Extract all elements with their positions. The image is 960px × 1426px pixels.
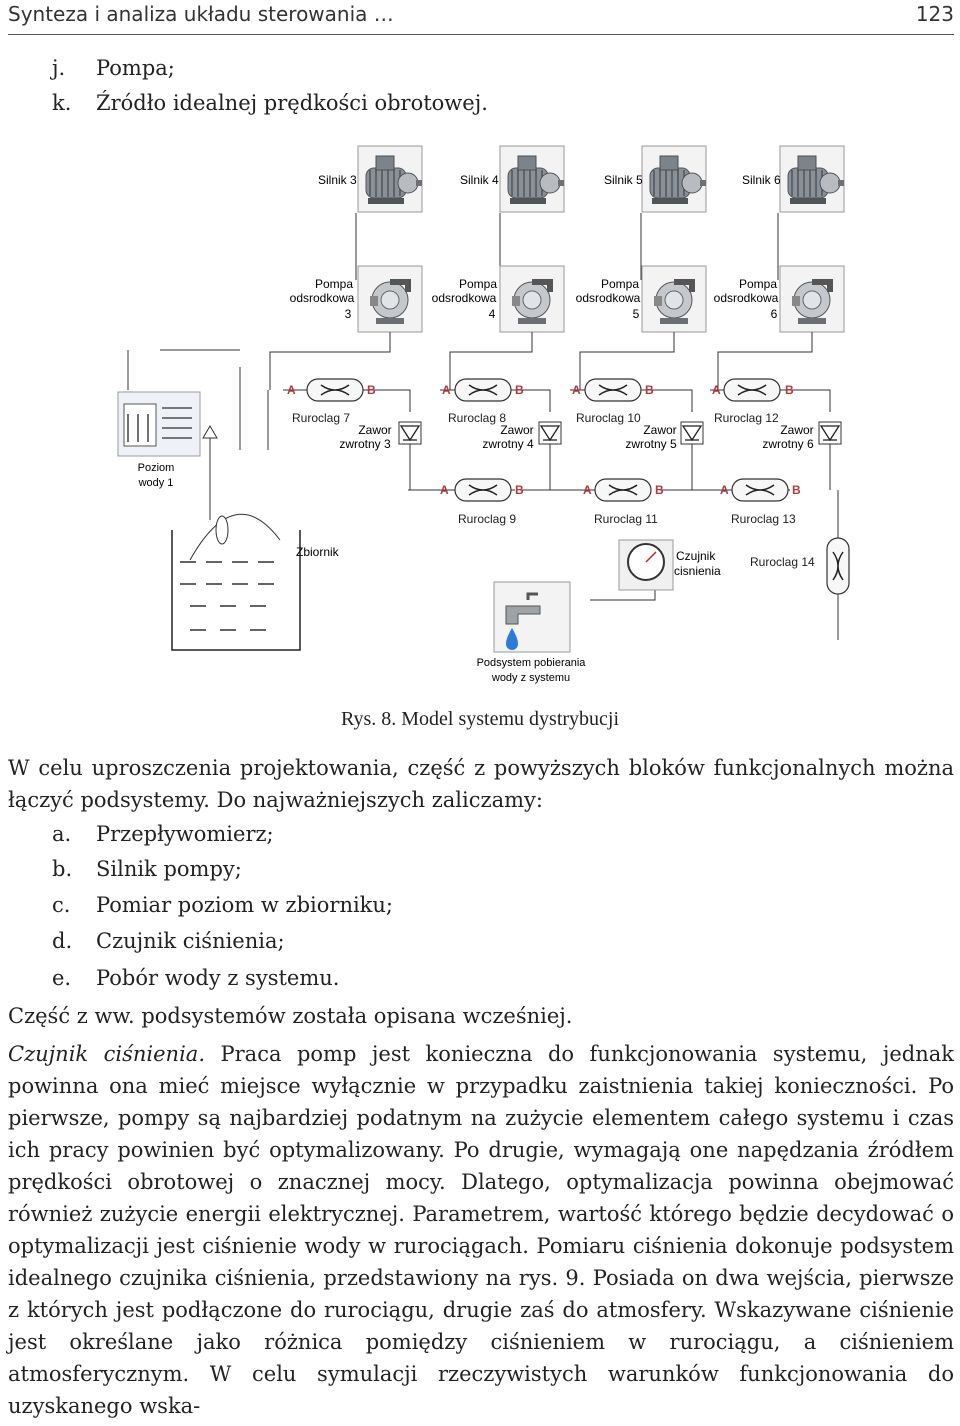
level-label: wody 1 [138, 477, 174, 489]
list-text: Pomiar poziom w zbiorniku; [96, 893, 394, 917]
list-text: Czujnik ciśnienia; [96, 929, 285, 953]
sensor-label: cisnienia [674, 564, 721, 578]
body-paragraph: Czujnik ciśnienia. Praca pomp jest konie… [8, 1038, 954, 1422]
page-header: Synteza i analiza układu sterowania … 12… [8, 0, 954, 35]
tank-outline [171, 530, 301, 651]
pump-label: 5 [633, 307, 640, 321]
list-item: a. Przepływomierz; [52, 822, 274, 846]
port-label: A [442, 383, 451, 397]
intro-paragraph: W celu uproszczenia projektowania, część… [8, 756, 954, 812]
valve-label: zwrotny 6 [762, 437, 814, 451]
list-item: c. Pomiar poziom w zbiorniku; [52, 893, 393, 917]
pump-label: 3 [345, 307, 352, 321]
port-label: A [572, 383, 581, 397]
valve-label: Zawor [500, 423, 533, 437]
list-text: Pobór wody z systemu. [96, 966, 340, 990]
port-label: A [712, 383, 721, 397]
body-text: Praca pomp jest konieczna do funkcjonowa… [8, 1042, 954, 1418]
pipe-label: Ruroclag 13 [731, 512, 796, 526]
pipe-label: Ruroclag 12 [714, 411, 779, 425]
port-label: B [792, 483, 801, 497]
note-paragraph: Część z ww. podsystemów została opisana … [8, 1004, 573, 1028]
draw-label: wody z systemu [491, 672, 570, 684]
port-label: B [367, 383, 376, 397]
pipe-label: Ruroclag 11 [594, 512, 658, 526]
list-item: d. Czujnik ciśnienia; [52, 929, 285, 953]
pump-label: Pompa [739, 277, 777, 291]
motor-label: Silnik 4 [460, 173, 499, 187]
pipe-label: Ruroclag 7 [292, 411, 350, 425]
port-label: B [655, 483, 664, 497]
pump-label: 4 [489, 307, 496, 321]
port-label: A [440, 483, 449, 497]
motor-label: Silnik 5 [604, 173, 643, 187]
list-text: Przepływomierz; [96, 822, 274, 846]
port-label: B [515, 383, 524, 397]
list-marker: j. [52, 56, 66, 80]
pump-label: odsrodkowa [432, 291, 497, 305]
level-label: Poziom [138, 462, 175, 474]
list-item: b. Silnik pompy; [52, 857, 242, 881]
pump-label: odsrodkowa [714, 291, 779, 305]
port-label: B [645, 383, 654, 397]
port-label: B [515, 483, 524, 497]
list-marker: a. [52, 822, 72, 846]
running-title: Synteza i analiza układu sterowania … [8, 2, 394, 26]
list-marker: c. [52, 893, 71, 917]
list-marker: b. [52, 857, 73, 881]
pump-label: Pompa [315, 277, 353, 291]
pipe-label: Ruroclag 9 [458, 512, 516, 526]
sensor-label: Czujnik [676, 549, 716, 563]
body-lead: Czujnik ciśnienia. [8, 1042, 205, 1066]
list-item: e. Pobór wody z systemu. [52, 966, 339, 990]
motor-label: Silnik 3 [318, 173, 357, 187]
list-item: k. Źródło idealnej prędkości obrotowej. [52, 91, 488, 115]
figure-distribution-model: Silnik 3 Silnik 4 Silnik 5 Silnik 6 Pomp… [117, 145, 850, 684]
valve-label: zwrotny 5 [625, 437, 677, 451]
list-marker: k. [52, 91, 72, 115]
valve-label: Zawor [643, 423, 676, 437]
list-text: Źródło idealnej prędkości obrotowej. [96, 91, 488, 115]
port-label: A [583, 483, 592, 497]
pump-label: Pompa [459, 277, 497, 291]
valve-label: zwrotny 3 [339, 437, 391, 451]
port-label: B [785, 383, 794, 397]
pump-label: odsrodkowa [290, 291, 355, 305]
port-label: A [287, 383, 296, 397]
port-label: A [720, 483, 729, 497]
pipe-label: Ruroclag 10 [576, 411, 641, 425]
list-item: j. Pompa; [52, 56, 175, 80]
tank-label: Zbiornik [296, 545, 340, 559]
list-text: Pompa; [96, 56, 175, 80]
pump-label: Pompa [601, 277, 639, 291]
motor-label: Silnik 6 [742, 173, 781, 187]
valve-label: Zawor [358, 423, 391, 437]
page-number: 123 [915, 2, 954, 26]
list-marker: d. [52, 929, 73, 953]
valve-label: Zawor [780, 423, 813, 437]
pump-label: 6 [771, 307, 778, 321]
list-text: Silnik pompy; [96, 857, 242, 881]
pipe-label: Ruroclag 8 [448, 411, 506, 425]
pipe-label: Ruroclag 14 [750, 555, 815, 569]
valve-label: zwrotny 4 [482, 437, 534, 451]
pump-label: odsrodkowa [576, 291, 641, 305]
draw-label: Podsystem pobierania [477, 657, 587, 669]
list-marker: e. [52, 966, 72, 990]
figure-caption: Rys. 8. Model systemu dystrybucji [340, 708, 620, 730]
